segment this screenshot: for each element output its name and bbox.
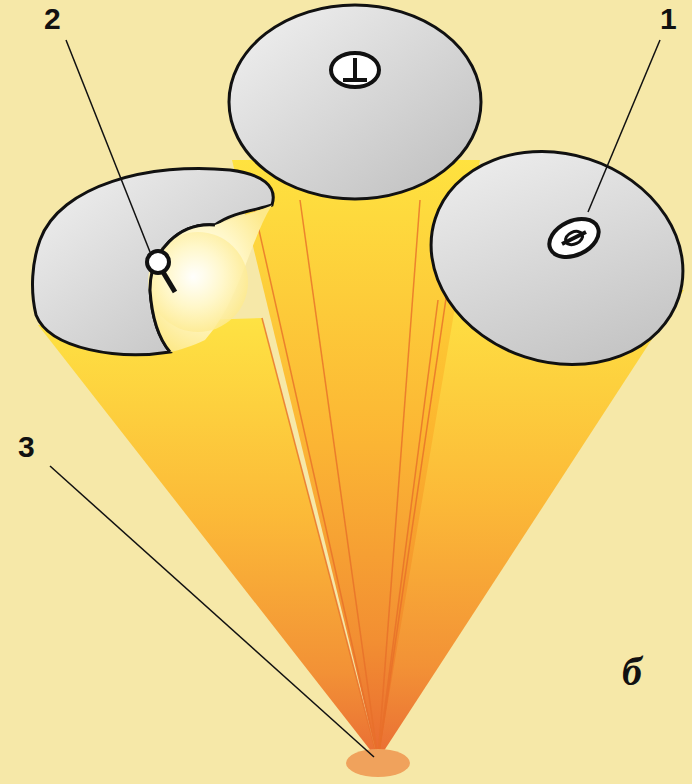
leader-lines <box>50 40 660 757</box>
leader-line <box>66 40 150 252</box>
lamp-symbol <box>147 251 169 273</box>
callout-number: 2 <box>44 4 61 34</box>
spotlight-cutaway <box>33 168 274 354</box>
light-spot <box>346 749 410 777</box>
spotlight <box>403 120 692 397</box>
leader-line <box>588 40 660 212</box>
spotlight <box>229 5 481 199</box>
leader-line <box>50 466 374 757</box>
callout-number: 3 <box>18 432 35 462</box>
subfigure-letter: б <box>622 652 642 692</box>
callout-number: 1 <box>660 4 677 34</box>
